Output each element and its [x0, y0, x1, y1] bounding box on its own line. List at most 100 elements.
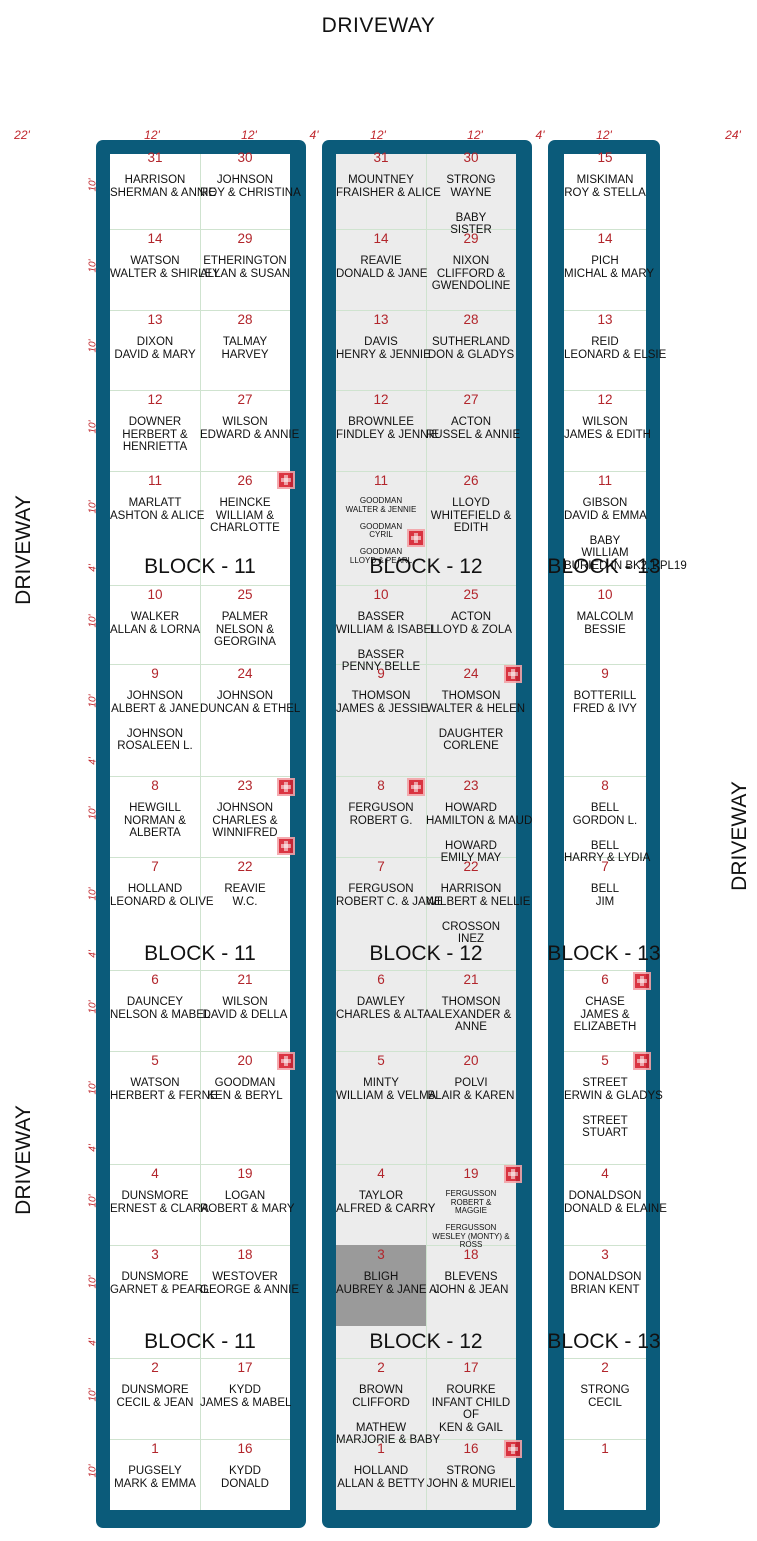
- plot-name: BROWN: [358, 1384, 404, 1396]
- plot-13-1[interactable]: 1: [564, 1439, 646, 1511]
- flag-marker-icon[interactable]: [407, 778, 425, 796]
- flag-marker-icon[interactable]: [504, 1165, 522, 1183]
- plot-number: 2: [601, 1360, 609, 1375]
- plot-name: JAMES & JESSIE: [336, 702, 429, 715]
- block-label: BLOCK - 13: [547, 942, 661, 965]
- flag-marker-icon[interactable]: [277, 471, 295, 489]
- plot-name: HOLLAND: [127, 883, 183, 895]
- flag-marker-icon[interactable]: [504, 665, 522, 683]
- plot-name: ALLAN & SUSAN: [200, 267, 291, 280]
- flag-marker-icon[interactable]: [633, 1052, 651, 1070]
- plot-name: FERGUSSON: [445, 1223, 497, 1232]
- plot-name: WILSON: [222, 416, 268, 428]
- flag-marker-icon[interactable]: [277, 778, 295, 796]
- driveway-label-right: DRIVEWAY: [728, 781, 751, 891]
- plot-name: RUSSEL & ANNIE: [426, 428, 521, 441]
- plot-name: ROBERT & MARY: [200, 1202, 295, 1215]
- flag-marker-icon[interactable]: [277, 1052, 295, 1070]
- plot-name: ALFRED & CARRY: [336, 1202, 436, 1215]
- flag-marker-icon[interactable]: [407, 529, 425, 547]
- flag-marker-icon[interactable]: [504, 1440, 522, 1458]
- row-divider: [110, 390, 290, 391]
- flag-marker-icon[interactable]: [633, 972, 651, 990]
- plot-name: BELL: [590, 802, 620, 814]
- flag-marker-icon[interactable]: [277, 837, 295, 855]
